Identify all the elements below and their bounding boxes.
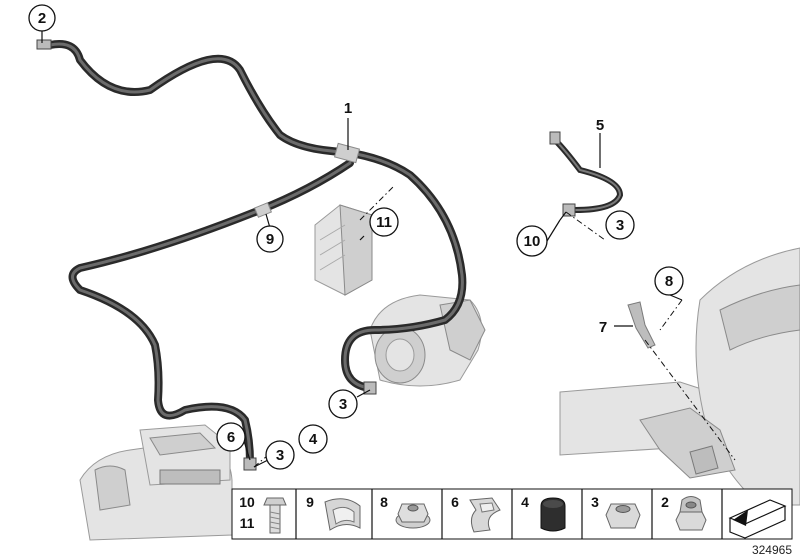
callout-4: 4 <box>298 424 328 454</box>
legend-label-9: 9 <box>306 494 314 510</box>
callout-3-alternator: 3 <box>265 440 295 470</box>
legend-label-4: 4 <box>521 494 529 510</box>
callout-1-label: 1 <box>344 100 352 117</box>
legend-label-11: 11 <box>240 515 255 531</box>
callout-9: 9 <box>256 225 284 253</box>
callout-2-label: 2 <box>38 10 46 27</box>
hex-nut-icon <box>605 503 641 529</box>
legend-item-rubber-cap: 4 <box>521 494 566 532</box>
callout-3-starter: 3 <box>328 389 358 419</box>
legend-item-spring-clip: 6 <box>451 494 501 533</box>
arrow-panel-icon <box>728 499 787 539</box>
legend-label-6: 6 <box>451 494 459 510</box>
callout-8-label: 8 <box>665 273 673 290</box>
spring-clip-icon <box>469 497 501 533</box>
legend-label-8: 8 <box>380 494 388 510</box>
callout-2: 2 <box>28 4 56 32</box>
legend-item-flange-nut: 8 <box>380 494 431 529</box>
legend-label-3: 3 <box>591 494 599 510</box>
bracket <box>627 301 656 349</box>
alternator <box>79 424 233 541</box>
legend-label-10: 10 <box>239 494 255 510</box>
callout-11: 11 <box>369 207 399 237</box>
callout-3-ground-label: 3 <box>616 217 624 234</box>
callout-1: 1 <box>344 100 352 117</box>
starter-motor <box>369 294 486 387</box>
callout-5-label: 5 <box>596 117 604 134</box>
connector-block <box>314 204 373 296</box>
callout-8: 8 <box>654 266 684 296</box>
callout-9-label: 9 <box>266 231 274 248</box>
callout-4-label: 4 <box>309 431 318 448</box>
fastener-legend: 10 11 9 8 <box>231 488 793 540</box>
callout-7: 7 <box>599 319 607 336</box>
callout-7-label: 7 <box>599 319 607 336</box>
callout-6: 6 <box>216 422 246 452</box>
legend-item-bolt: 10 11 <box>239 494 287 534</box>
callout-6-label: 6 <box>227 429 235 446</box>
callout-11-label: 11 <box>376 214 392 231</box>
lock-nut-icon <box>675 496 707 531</box>
callout-3-ground: 3 <box>605 210 635 240</box>
legend-item-clip: 9 <box>306 494 361 531</box>
callout-10-label: 10 <box>524 233 541 250</box>
legend-item-lock-nut: 2 <box>661 494 707 531</box>
flange-nut-icon <box>395 503 431 529</box>
exhaust-housing <box>559 247 800 506</box>
callout-3-starter-label: 3 <box>339 396 347 413</box>
callout-3-alternator-label: 3 <box>276 447 284 464</box>
legend-label-2: 2 <box>661 494 669 510</box>
callout-10: 10 <box>516 225 548 257</box>
catalog-number: 324965 <box>752 543 792 557</box>
cable-clip-icon <box>324 498 361 531</box>
main-cable <box>36 39 467 471</box>
bolt-icon <box>263 497 287 534</box>
legend-item-hex-nut: 3 <box>591 494 641 529</box>
rubber-cap-icon <box>540 497 566 532</box>
callout-5: 5 <box>596 117 604 134</box>
ground-cable <box>549 131 624 217</box>
